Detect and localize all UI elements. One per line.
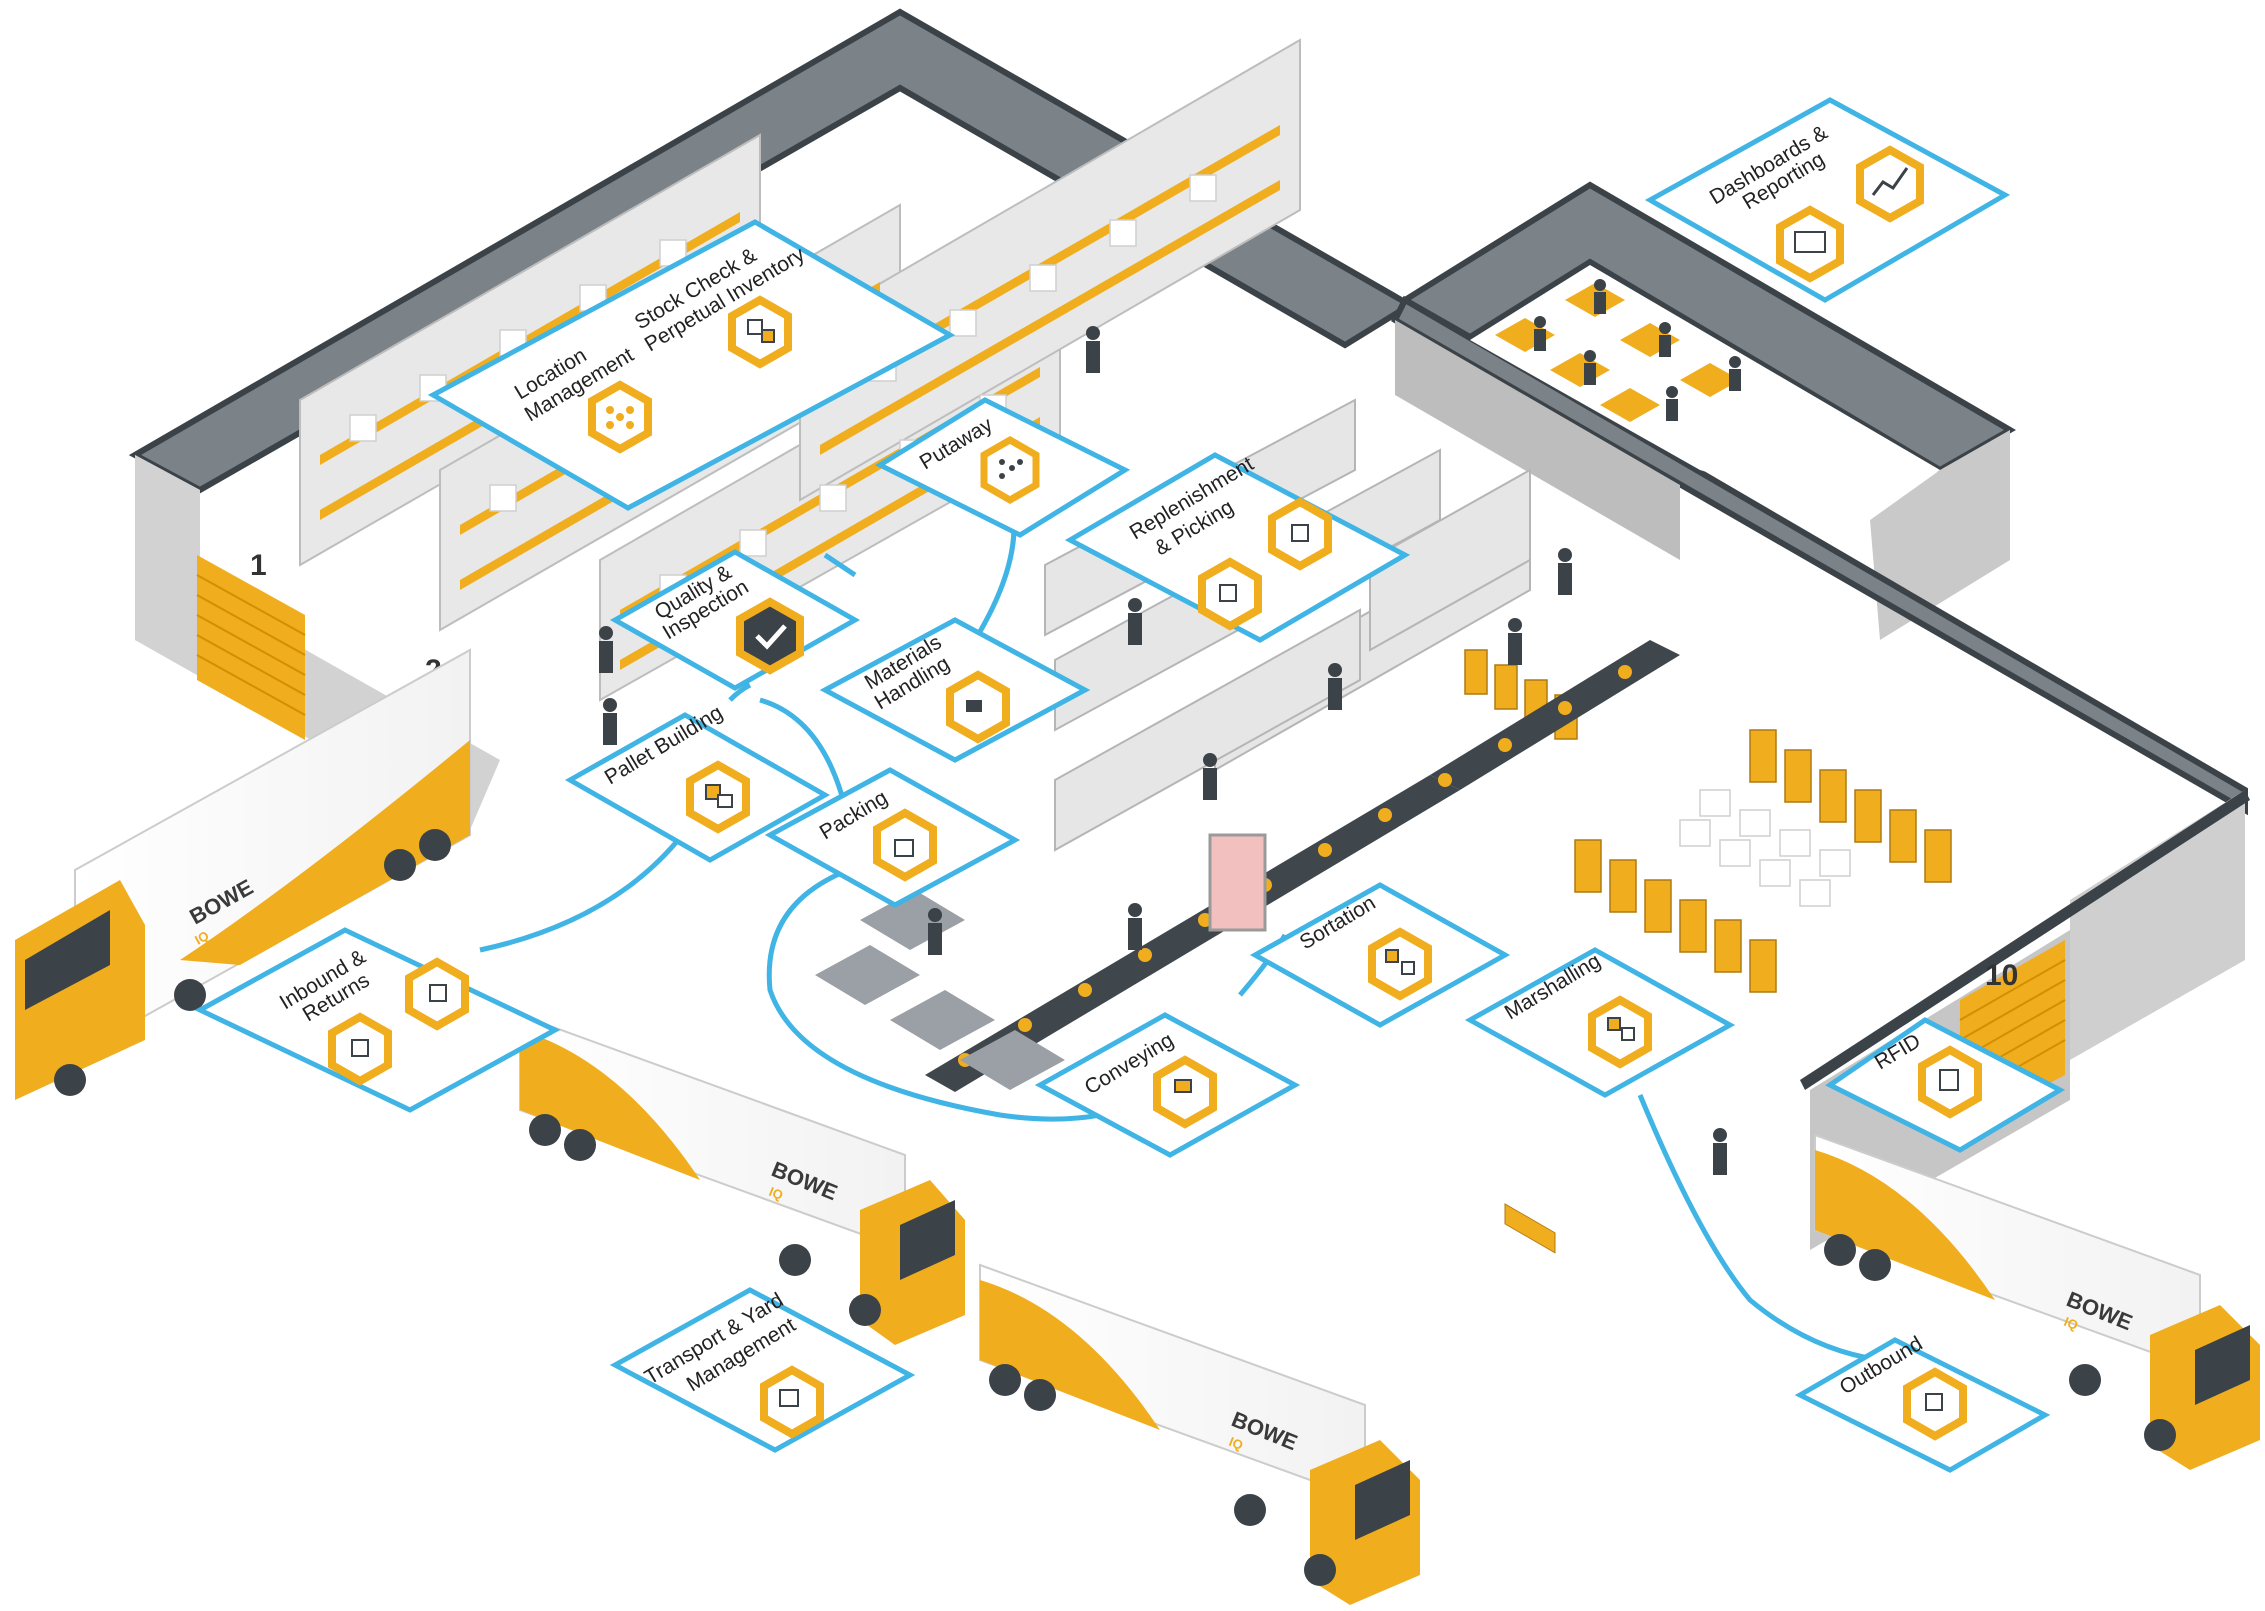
checkmark-badge-icon bbox=[736, 597, 804, 675]
truck-middle: BOWE IQ bbox=[519, 1013, 965, 1345]
card-conveying[interactable]: Conveying bbox=[1034, 1012, 1301, 1158]
roll-cages bbox=[1464, 649, 1952, 993]
right-wall-top-edge bbox=[1800, 790, 2250, 1090]
card-materials-handling[interactable]: Materials Handling bbox=[819, 617, 1091, 763]
truck-brand-sub: IQ bbox=[2062, 1314, 2080, 1333]
sort-boxes-icon bbox=[1368, 927, 1432, 1001]
back-wall-right bbox=[1395, 320, 1680, 560]
marshalling-boxes-icon bbox=[1588, 995, 1652, 1069]
rfid-scanner-gate bbox=[1208, 833, 1267, 932]
dock-number-1: 1 bbox=[250, 549, 267, 582]
warehouse-workers bbox=[599, 326, 1727, 1175]
card-quality[interactable]: Quality & Inspection bbox=[609, 549, 861, 691]
card-outbound[interactable]: Outbound bbox=[1794, 1332, 2051, 1473]
conveyor-line bbox=[925, 640, 1680, 1092]
packing-benches bbox=[815, 890, 1065, 1090]
dock-number-10: 10 bbox=[1985, 959, 2018, 992]
chart-monitor-icon bbox=[1856, 145, 1924, 223]
office-area bbox=[1470, 265, 1940, 1254]
card-inbound[interactable]: Inbound & Returns bbox=[194, 927, 561, 1113]
truck-bottom: BOWE IQ bbox=[979, 1263, 1420, 1605]
card-replenishment[interactable]: Replenishment & Picking bbox=[1064, 452, 1411, 643]
truck-left: BOWE IQ bbox=[15, 648, 471, 1100]
truck-brand-sub: IQ bbox=[192, 928, 211, 948]
card-packing[interactable]: Packing bbox=[764, 767, 1021, 908]
office-workers bbox=[1534, 279, 1741, 421]
truck-right: BOWE IQ bbox=[1814, 1133, 2260, 1470]
truck-brand-sub: IQ bbox=[767, 1184, 785, 1203]
card-location-stock[interactable]: Location Management Stock Check & Perpet… bbox=[427, 219, 956, 511]
marshalling-boxes bbox=[1679, 789, 1851, 907]
card-sortation[interactable]: Sortation bbox=[1249, 882, 1511, 1028]
right-side-wall bbox=[2070, 790, 2245, 1060]
card-rfid[interactable]: RFID bbox=[1825, 1017, 2066, 1153]
office-wall-side bbox=[1870, 430, 2010, 640]
truck-brand-sub: IQ bbox=[1227, 1434, 1245, 1453]
module-cards: Location Management Stock Check & Perpet… bbox=[194, 97, 2066, 1473]
card-dashboards[interactable]: Dashboards & Reporting bbox=[1644, 97, 2011, 303]
